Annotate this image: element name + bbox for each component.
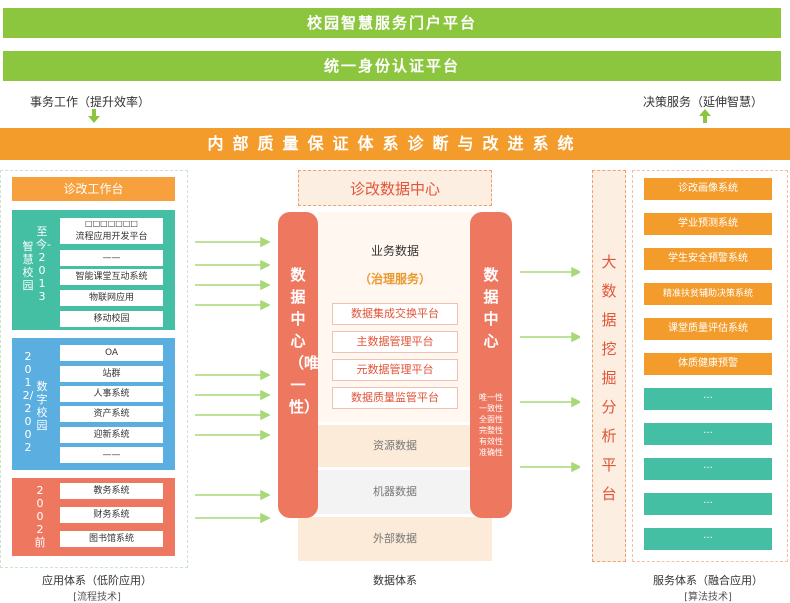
service-item: 体质健康预警 xyxy=(644,353,772,375)
biz-item-master: 主数据管理平台 xyxy=(332,331,458,353)
list-item: 站群 xyxy=(60,366,163,382)
bigdata-column xyxy=(592,170,626,562)
right-footer-sub: [算法技术] xyxy=(684,592,732,603)
left-column-bg xyxy=(0,170,188,568)
list-item: 移动校园 xyxy=(60,311,163,327)
list-item: 资产系统 xyxy=(60,406,163,422)
identity-title: 统一身份认证平台 xyxy=(323,57,460,75)
center-footer: 数据体系 xyxy=(373,574,417,587)
left-header: 诊改工作台 xyxy=(12,177,175,201)
right-footer: 服务体系（融合应用） xyxy=(653,574,763,587)
right-column-bg xyxy=(632,170,788,562)
biz-item-quality: 数据质量监管平台 xyxy=(332,387,458,409)
list-item: —— xyxy=(60,447,163,463)
list-item: 教务系统 xyxy=(60,483,163,499)
portal-bar: 校园智慧服务门户平台 xyxy=(3,8,781,38)
portal-title: 校园智慧服务门户平台 xyxy=(306,14,477,32)
left-top-label: 事务工作（提升效率） xyxy=(30,95,151,109)
group-smart-years: 至今-2013 xyxy=(36,225,51,303)
machine-data: 机器数据 xyxy=(298,470,492,514)
flow-arrows-left xyxy=(195,236,270,524)
service-ellipsis: ··· xyxy=(644,423,772,445)
list-item: 图书馆系统 xyxy=(60,531,163,547)
left-footer: 应用体系（低阶应用） xyxy=(42,574,152,587)
list-item: —— xyxy=(60,250,163,266)
service-ellipsis: ··· xyxy=(644,458,772,480)
service-item: 学业预测系统 xyxy=(644,213,772,235)
group-digital-years: 2012/2002 xyxy=(22,350,34,454)
center-header-box xyxy=(298,170,492,206)
list-item: 人事系统 xyxy=(60,386,163,402)
service-ellipsis: ··· xyxy=(644,388,772,410)
flow-arrows-right xyxy=(520,266,580,473)
biz-sub: （治理服务） xyxy=(358,272,431,286)
list-item: 物联网应用 xyxy=(60,290,163,306)
biz-item-exchange: 数据集成交换平台 xyxy=(332,303,458,325)
data-center-pill-left: 数据中心（唯一性） xyxy=(278,212,320,518)
group-pre-title: 2002前 xyxy=(34,484,46,549)
list-item: □□□□□□□ xyxy=(60,218,163,230)
list-item: OA xyxy=(60,345,163,361)
list-item: 财务系统 xyxy=(60,507,163,523)
pill-right-text: 数据中心 xyxy=(483,266,499,350)
quality-bar: 内部质量保证体系诊断与改进系统 xyxy=(0,128,790,160)
left-footer-sub: [流程技术] xyxy=(73,592,121,603)
data-center-pill-right: 数据中心 唯一性 一致性 全面性 完整性 有效性 准确性 xyxy=(470,212,512,518)
group-digital-title: 数字校园 xyxy=(36,380,48,432)
resource-data: 资源数据 xyxy=(298,425,492,467)
list-item: 智能课堂互动系统 xyxy=(60,269,163,285)
up-arrow-icon xyxy=(699,109,711,123)
pill-right-sub: 唯一性 一致性 全面性 完整性 有效性 准确性 xyxy=(479,393,503,457)
service-item: 课堂质量评估系统 xyxy=(644,318,772,340)
list-item: 流程应用开发平台 xyxy=(60,230,163,244)
service-item: 精准扶贫辅助决策系统 xyxy=(644,283,772,305)
group-smart-title: 智慧校园 xyxy=(22,240,34,292)
service-item: 诊改画像系统 xyxy=(644,178,772,200)
service-item: 学生安全预警系统 xyxy=(644,248,772,270)
center-header: 诊改数据中心 xyxy=(349,180,440,198)
bigdata-text: 大数据挖掘分析平台 xyxy=(601,253,617,503)
service-ellipsis: ··· xyxy=(644,493,772,515)
pill-left-text: 数据中心（唯一性） xyxy=(289,266,320,416)
external-data: 外部数据 xyxy=(298,517,492,561)
down-arrow-icon xyxy=(88,109,100,123)
biz-item-meta: 元数据管理平台 xyxy=(332,359,458,381)
service-ellipsis: ··· xyxy=(644,528,772,550)
list-item: 迎新系统 xyxy=(60,427,163,443)
right-top-label: 决策服务（延伸智慧） xyxy=(643,95,764,109)
quality-title: 内部质量保证体系诊断与改进系统 xyxy=(207,134,583,153)
biz-title: 业务数据 xyxy=(370,244,419,258)
identity-bar: 统一身份认证平台 xyxy=(3,51,781,81)
